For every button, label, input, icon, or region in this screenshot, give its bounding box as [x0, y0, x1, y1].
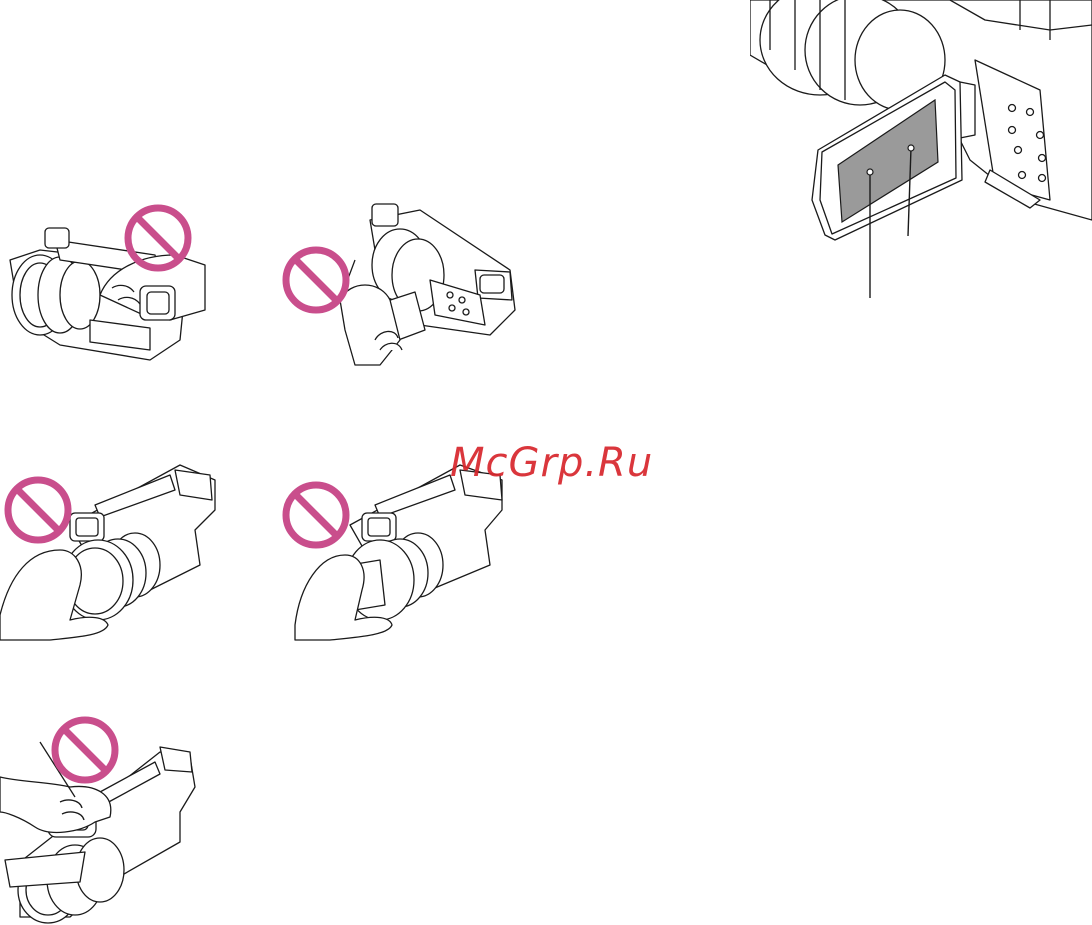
- watermark-text: McGrp.Ru: [450, 440, 653, 486]
- hold-by-microphone-illustration: [0, 712, 200, 925]
- prohibition-icon: [286, 485, 346, 545]
- hold-by-lcd-panel-illustration: [280, 200, 520, 370]
- prohibition-icon: [8, 480, 68, 540]
- lcd-panel-callout: [750, 0, 1092, 305]
- lcd-panel-illustration: [750, 0, 1092, 305]
- prohibition-icon: [55, 720, 115, 780]
- hold-by-viewfinder-illustration: [0, 200, 215, 375]
- prohibition-icon: [286, 250, 346, 310]
- hold-by-lens-hood-illustration: [0, 455, 225, 645]
